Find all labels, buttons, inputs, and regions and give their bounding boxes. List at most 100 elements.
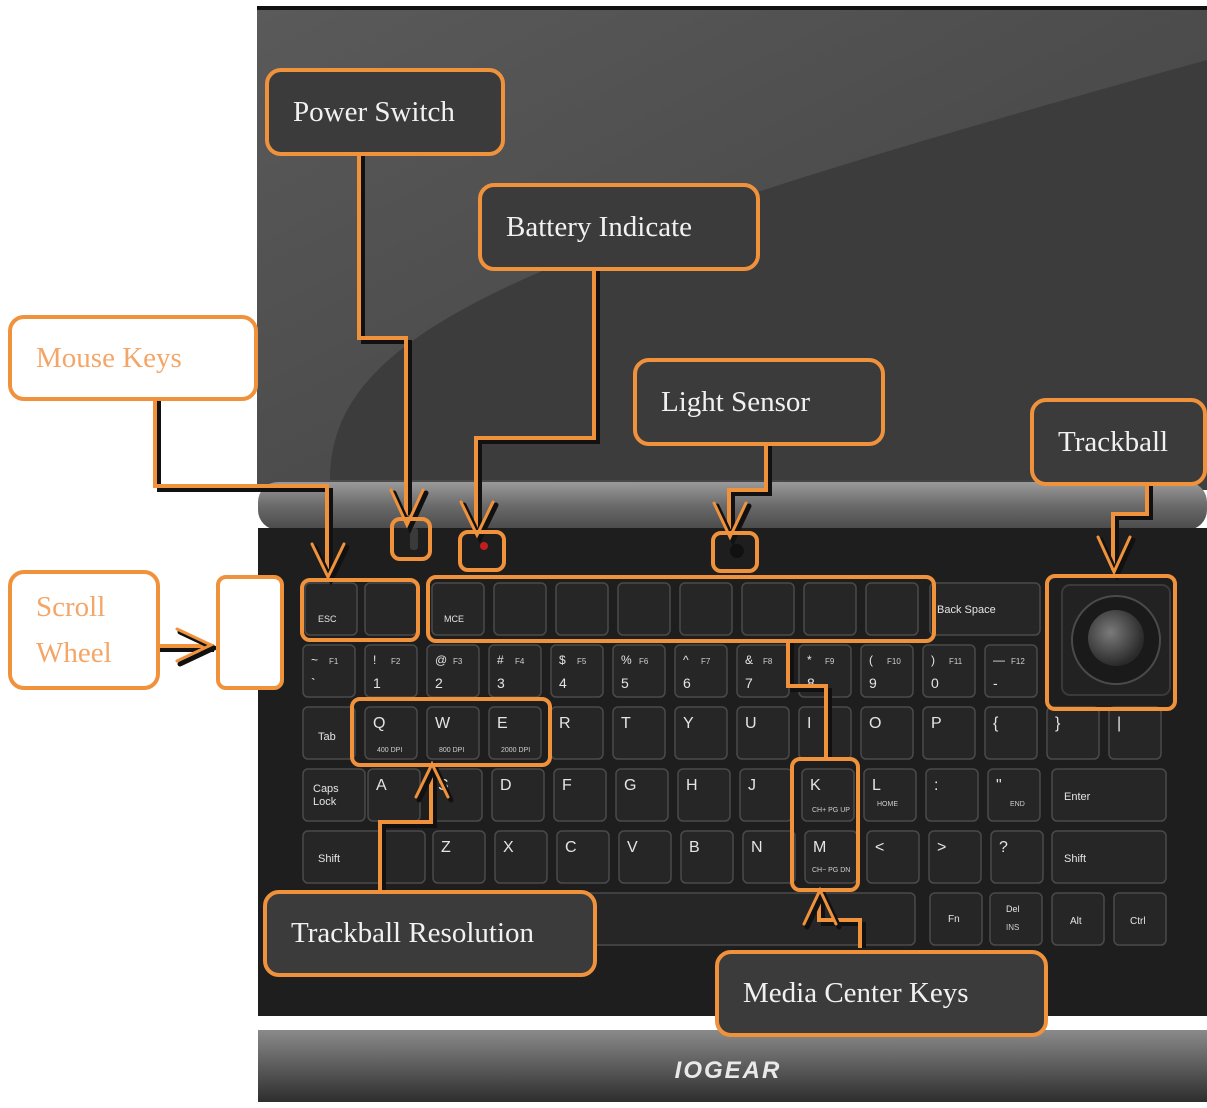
media-keys-highlight — [426, 575, 936, 643]
key-qwerty-label-0: Q — [373, 715, 385, 732]
power-switch-callout: Power Switch — [265, 68, 505, 156]
battery-indicate-callout: Battery Indicate — [478, 183, 760, 271]
key-number-6 — [674, 644, 728, 698]
key-asdf-8 — [863, 768, 917, 822]
key-enter — [1051, 768, 1167, 822]
light-sensor-highlight — [711, 531, 759, 573]
key-zxcv-5 — [742, 830, 796, 884]
key-number-bottom-8: 8 — [807, 675, 815, 691]
power-switch-highlight — [390, 517, 432, 561]
key-asdf-label-0: A — [376, 777, 387, 794]
key-asdf-label-7: K — [810, 777, 821, 794]
key-number-bottom-9: 9 — [869, 675, 877, 691]
key-number-fn-9: F10 — [887, 657, 901, 666]
key-zxcv-label-0: Z — [441, 839, 451, 856]
key-number-top-6: ^ — [683, 653, 689, 667]
key-number-11 — [984, 644, 1038, 698]
key-qwerty-label-3: R — [559, 715, 571, 732]
key-shift-left-label: Shift — [318, 853, 340, 865]
key-asdf-label-10: " — [996, 777, 1002, 794]
key-qwerty-label-9: P — [931, 715, 942, 732]
lid-top-edge — [257, 6, 1207, 10]
key-asdf-label-4: G — [624, 777, 636, 794]
key-asdf-label-8: L — [872, 777, 881, 794]
key-media-2 — [555, 582, 609, 636]
key-dpi-label-2: 2000 DPI — [501, 747, 530, 754]
key-number-10 — [922, 644, 976, 698]
key-number-top-1: ! — [373, 653, 376, 667]
key-number-top-7: & — [745, 653, 753, 667]
key-asdf-9 — [925, 768, 979, 822]
key-caps-label-2: Lock — [313, 796, 337, 808]
key-ch-down-label: CH− PG DN — [812, 867, 850, 874]
key-number-top-5: % — [621, 653, 632, 667]
key-number-fn-10: F11 — [949, 657, 963, 666]
power-switch-led — [410, 528, 418, 550]
key-asdf-4 — [615, 768, 669, 822]
arrow-lines-orange — [153, 155, 1149, 948]
key-qwerty-label-6: U — [745, 715, 757, 732]
key-zxcv-1 — [494, 830, 548, 884]
key-asdf-label-5: H — [686, 777, 698, 794]
key-number-bottom-4: 4 — [559, 675, 567, 691]
key-ch-up-label: CH+ PG UP — [812, 807, 850, 814]
key-tab — [302, 706, 356, 760]
key-number-fn-8: F9 — [825, 657, 835, 666]
key-zxcv-label-8: > — [937, 839, 946, 856]
key-asdf-label-9: : — [934, 777, 938, 794]
key-number-fn-0: F1 — [329, 657, 339, 666]
key-zxcv-2 — [556, 830, 610, 884]
key-media-1 — [493, 582, 547, 636]
key-zxcv-3 — [618, 830, 672, 884]
key-dpi-label-1: 800 DPI — [439, 747, 464, 754]
key-zxcv-label-4: B — [689, 839, 700, 856]
key-del-label: Del — [1006, 904, 1020, 914]
scroll-wheel-callout: Scroll Wheel — [8, 570, 160, 690]
arrow-heads-orange — [175, 488, 1132, 926]
key-number-bottom-10: 0 — [931, 675, 939, 691]
key-zxcv-label-3: V — [627, 839, 638, 856]
key-ins-label: INS — [1006, 923, 1019, 932]
scroll-wheel-highlight — [216, 575, 284, 690]
key-number-bottom-3: 3 — [497, 675, 505, 691]
key-number-top-0: ~ — [311, 653, 318, 667]
trackball-callout: Trackball — [1030, 398, 1207, 486]
key-esc-label: ESC — [318, 614, 337, 624]
key-10-qwerty — [984, 706, 1038, 760]
key-media-7 — [865, 582, 919, 636]
key-number-bottom-6: 6 — [683, 675, 691, 691]
key-zxcv-4 — [680, 830, 734, 884]
mouse-keys-callout: Mouse Keys — [8, 315, 258, 401]
key-number-4 — [550, 644, 604, 698]
key-caps-label-1: Caps — [313, 783, 339, 795]
key-qwerty-label-1: W — [435, 715, 451, 732]
key-zxcv-0 — [432, 830, 486, 884]
lid-reflection — [330, 60, 1207, 480]
trackball-highlight — [1045, 574, 1177, 711]
channel-keys-highlight — [790, 757, 860, 892]
key-zxcv-label-6: M — [813, 839, 826, 856]
key-tab-label: Tab — [318, 731, 336, 743]
key-number-fn-6: F7 — [701, 657, 711, 666]
key-media-5 — [741, 582, 795, 636]
key-1-qwerty — [426, 706, 480, 760]
key-media-3 — [617, 582, 671, 636]
key-media-6 — [803, 582, 857, 636]
palmrest-bar — [258, 1030, 1207, 1102]
key-asdf-2 — [491, 768, 545, 822]
key-6-qwerty — [736, 706, 790, 760]
battery-led — [480, 542, 488, 550]
key-2-qwerty — [488, 706, 542, 760]
trackball-ball — [1088, 610, 1144, 666]
key-qwerty-label-8: O — [869, 715, 881, 732]
scroll-wheel-label-1: Scroll — [36, 590, 106, 623]
key-number-fn-3: F4 — [515, 657, 525, 666]
trackball-resolution-callout: Trackball Resolution — [263, 890, 597, 977]
key-asdf-7 — [801, 768, 855, 822]
key-zxcv-label-5: N — [751, 839, 763, 856]
key-alt-right-label: Alt — [1070, 916, 1082, 927]
key-number-fn-4: F5 — [577, 657, 587, 666]
key-number-9 — [860, 644, 914, 698]
key-dpi-label-0: 400 DPI — [377, 747, 402, 754]
